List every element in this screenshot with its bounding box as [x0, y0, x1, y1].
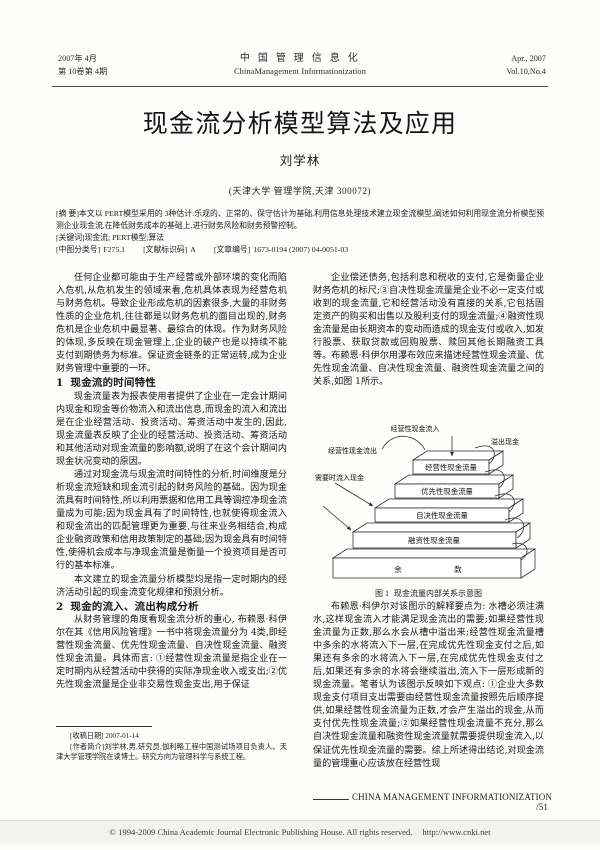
author-bio-label: [作者简介]: [70, 742, 105, 751]
overflow-curve-2: [484, 469, 505, 489]
keywords-paragraph: [关键词]现金流; PERT模型;算法: [56, 232, 544, 244]
running-head-center: 中 国 管 理 信 息 化 ChinaManagement Informatio…: [52, 52, 548, 78]
base-slab: [331, 548, 537, 579]
overflow-curve-5: [511, 542, 528, 561]
section-number: 1: [56, 377, 64, 390]
overflow-curve-4: [504, 517, 525, 539]
paragraph: 本文建立的现金流量分析模型均是指一定时期内的经济活动引起的现金流变化规律和预测分…: [56, 574, 287, 598]
received-date-value: 2007-01-14: [105, 732, 139, 740]
section-number: 2: [56, 600, 64, 613]
issue-date: 2007年 4月: [58, 54, 97, 63]
footnote-divider: [56, 726, 152, 727]
page-title: 现金流分析模型算法及应用: [142, 109, 458, 138]
volume-issue-en: Vol.10,No.4: [506, 67, 546, 76]
copyright-strip: © 1994-2009 China Academic Journal Elect…: [0, 820, 600, 844]
journal-title-en: ChinaManagement Informationization: [233, 67, 366, 76]
article-id-value: 1673-0194 (2007) 04-0051-03: [253, 244, 349, 254]
base-label-right: 款: [454, 565, 462, 574]
body-column-right-top: 企业偿还债务,包括利息和税收的支付,它是衡量企业财务危机的标尺;③自决性现金流量…: [313, 272, 544, 418]
figure-caption: 图 1 现金流量内部关系示意图: [313, 588, 544, 599]
paragraph: 现金流量表为报表使用者提供了企业在一定会计期间内现金和现金等价物流入和流出信息,…: [56, 391, 287, 468]
volume-issue: 第 10卷第 4期: [58, 67, 108, 76]
running-head: 2007年 4月 第 10卷第 4期 中 国 管 理 信 息 化 ChinaMa…: [52, 52, 548, 88]
tier-3-slab: [373, 498, 525, 523]
paragraph: 任何企业都可能由于生产经营或外部环境的变化而陷入危机,从危机发生的领域来看,危机…: [56, 273, 287, 375]
article-id-label: [文章编号]: [213, 244, 251, 254]
paragraph: 企业偿还债务,包括利息和税收的支付,它是衡量企业财务危机的标尺;③自决性现金流量…: [313, 273, 544, 388]
tier-3-label: 自决性现金流量: [416, 511, 468, 520]
journal-title-cn: 中 国 管 理 信 息 化: [239, 53, 361, 64]
abstract-label: [摘 要]: [56, 209, 79, 218]
clc-label: [中图分类号]: [56, 244, 101, 254]
paragraph: 通过对现金流与现金流时间特性的分析,时间维度是分析现金流短缺和现金流引起的财务风…: [56, 470, 287, 572]
tier-4-label: 融资性现金流量: [408, 536, 460, 545]
need-inflow-arrow-1: [334, 482, 374, 507]
abstract-block: [摘 要]本文以 PERT模型采用的 3种估计:乐观的、正常的、保守估计为基础,…: [56, 208, 544, 256]
tier-1-slab: [411, 450, 505, 475]
figure-number: 图 1: [375, 589, 389, 598]
tier-1-label: 经营性现金流量: [425, 463, 477, 472]
issue-date-en: Apr., 2007: [511, 54, 546, 63]
author-affiliation: (天津大学 管理学院,天津 300072): [228, 186, 372, 196]
footnote-block: [收稿日期] 2007-01-14 [作者简介]刘学林,男,研究员,伽利略工程中…: [56, 731, 287, 763]
abstract-paragraph: [摘 要]本文以 PERT模型采用的 3种估计:乐观的、正常的、保守估计为基础,…: [56, 208, 544, 231]
overflow-right-label: 溢出现金: [491, 437, 519, 446]
header-divider: [52, 86, 548, 87]
section-title: 现金流的时间特性: [70, 377, 157, 390]
need-inflow-label: 需要时流入现金: [315, 473, 364, 482]
body-column-right-bottom: 布赖恩·科伊尔对该图示的解释要点为: 水槽必须注满水,这样现金流入才能满足现金流…: [313, 601, 544, 789]
keywords-label: [关键词]: [56, 232, 85, 242]
tier-2-slab: [393, 474, 515, 499]
outflow-curve: [381, 435, 426, 451]
clc-value: F275.1: [103, 244, 126, 254]
tier-2-label: 优先性现金流量: [421, 487, 473, 496]
paragraph: 布赖恩·科伊尔对该图示的解释要点为: 水槽必须注满水,这样现金流入才能满足现金流…: [313, 602, 544, 769]
section-heading-1: 1 现金流的时间特性: [56, 376, 287, 391]
inflow-top-label: 经营性现金流入: [391, 424, 440, 433]
overflow-curve-3: [494, 493, 515, 513]
overflow-curve-1: [474, 445, 495, 465]
footer-journal-name: CHINA MANAGEMENT INFORMATIONIZATION: [352, 792, 553, 802]
running-head-right: Apr., 2007 Vol.10,No.4: [506, 52, 546, 78]
page-number: /51: [536, 802, 548, 812]
document-code-value: A: [190, 244, 196, 254]
running-head-left: 2007年 4月 第 10卷第 4期: [58, 52, 107, 78]
copyright-text: © 1994-2009 China Academic Journal Elect…: [109, 827, 413, 837]
body-column-left: 任何企业都可能由于生产经营或外部环境的变化而陷入危机,从危机发生的领域来看,危机…: [56, 272, 287, 692]
base-label-left: 余: [394, 565, 402, 574]
waterfall-diagram-svg: 经营性现金流量 优先性现金流量 自决性现金流量 融资性现金流量 余 款 经营性现…: [315, 424, 537, 579]
paragraph: 从财务管理的角度看现金流分析的重心, 布赖恩·科伊尔在其《信用风险管理》一书中将…: [56, 615, 287, 691]
received-date-label: [收稿日期]: [70, 732, 104, 740]
abstract-text: 本文以 PERT模型采用的 3种估计:乐观的、正常的、保守估计为基础,利用信息处…: [56, 209, 544, 230]
section-heading-2: 2 现金的流入、流出构成分析: [56, 600, 287, 615]
figure-cash-flow-waterfall: 经营性现金流量 优先性现金流量 自决性现金流量 融资性现金流量 余 款 经营性现…: [313, 420, 544, 598]
need-inflow-arrow-2: [322, 505, 352, 531]
author-bio-text: 刘学林,男,研究员,伽利略工程中国测试场项目负责人。天津大学管理学院在读博士。研…: [56, 742, 287, 762]
author-name: 刘学林: [279, 154, 321, 168]
copyright-url[interactable]: http://www.cnki.net: [422, 827, 491, 837]
received-date-line: [收稿日期] 2007-01-14: [56, 731, 287, 742]
outflow-left-label: 经营性现金流出: [328, 446, 377, 455]
keywords-text: 现金流; PERT模型;算法: [84, 232, 165, 242]
footer-divider: [313, 799, 349, 800]
section-title: 现金的流入、流出构成分析: [70, 600, 199, 613]
tier-4-slab: [351, 522, 532, 549]
document-code-label: [文献标识码]: [143, 244, 188, 254]
classification-line: [中图分类号]F275.1 [文献标识码]A [文章编号]1673-0194 (20…: [56, 244, 544, 256]
footer-journal-line: CHINA MANAGEMENT INFORMATIONIZATION/51: [352, 792, 552, 812]
figure-caption-text: 现金流量内部关系示意图: [394, 589, 482, 598]
author-bio-line: [作者简介]刘学林,男,研究员,伽利略工程中国测试场项目负责人。天津大学管理学院…: [56, 742, 287, 763]
